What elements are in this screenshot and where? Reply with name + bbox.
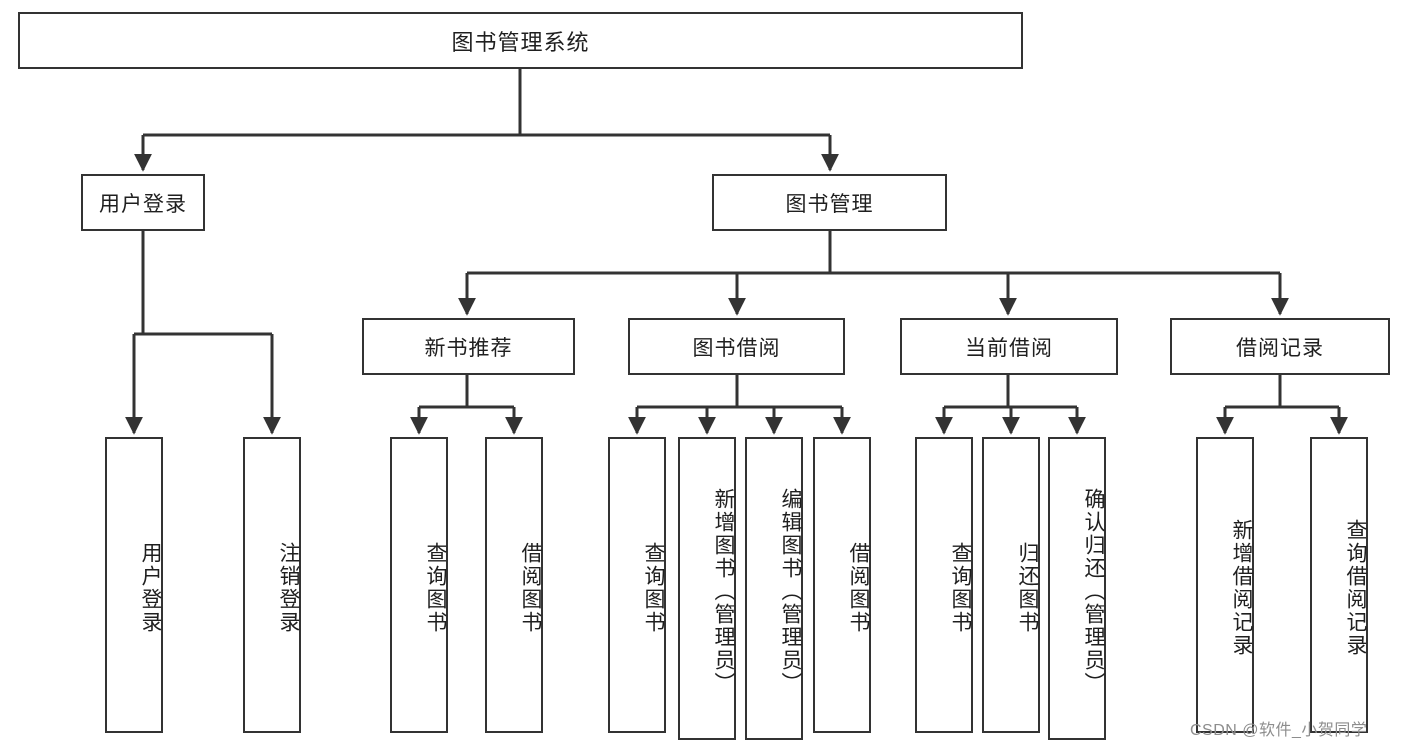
node-leaf-edit-book-label: 编辑图书（管理员） <box>779 488 802 695</box>
node-current-borrow[interactable]: 当前借阅 <box>900 318 1118 375</box>
node-borrow-record-label: 借阅记录 <box>1236 336 1324 360</box>
node-leaf-query-record[interactable]: 查询借阅记录 <box>1310 437 1368 733</box>
node-leaf-borrow-book-2-label: 借阅图书 <box>847 542 870 634</box>
node-leaf-edit-book[interactable]: 编辑图书（管理员） <box>745 437 803 740</box>
node-book-borrow-label: 图书借阅 <box>692 336 781 360</box>
node-leaf-user-login[interactable]: 用户登录 <box>105 437 163 733</box>
node-book-manage[interactable]: 图书管理 <box>712 174 947 231</box>
node-current-borrow-label: 当前借阅 <box>965 336 1053 360</box>
node-leaf-add-book-label: 新增图书（管理员） <box>712 488 735 695</box>
node-leaf-query-book-2-label: 查询图书 <box>642 542 665 634</box>
node-root-label: 图书管理系统 <box>451 29 590 55</box>
node-leaf-add-record[interactable]: 新增借阅记录 <box>1196 437 1254 733</box>
node-leaf-user-login-label: 用户登录 <box>139 542 162 634</box>
node-leaf-borrow-book-2[interactable]: 借阅图书 <box>813 437 871 733</box>
node-leaf-user-logout[interactable]: 注销登录 <box>243 437 301 733</box>
node-leaf-confirm-return-label: 确认归还（管理员） <box>1082 488 1105 695</box>
node-leaf-query-book-1[interactable]: 查询图书 <box>390 437 448 733</box>
node-leaf-return-book[interactable]: 归还图书 <box>982 437 1040 733</box>
node-new-book-recommend[interactable]: 新书推荐 <box>362 318 575 375</box>
node-leaf-return-book-label: 归还图书 <box>1016 542 1039 634</box>
node-leaf-borrow-book-1[interactable]: 借阅图书 <box>485 437 543 733</box>
node-root[interactable]: 图书管理系统 <box>18 12 1023 69</box>
node-leaf-add-book[interactable]: 新增图书（管理员） <box>678 437 736 740</box>
node-leaf-query-book-3-label: 查询图书 <box>949 542 972 634</box>
node-leaf-user-logout-label: 注销登录 <box>277 542 300 634</box>
node-book-manage-label: 图书管理 <box>785 192 874 216</box>
node-user-login[interactable]: 用户登录 <box>81 174 205 231</box>
node-leaf-query-record-label: 查询借阅记录 <box>1344 519 1367 657</box>
csdn-watermark: CSDN @软件_小贺同学 <box>1190 722 1368 739</box>
node-leaf-query-book-2[interactable]: 查询图书 <box>608 437 666 733</box>
node-leaf-confirm-return[interactable]: 确认归还（管理员） <box>1048 437 1106 740</box>
node-leaf-add-record-label: 新增借阅记录 <box>1230 519 1253 657</box>
node-leaf-borrow-book-1-label: 借阅图书 <box>519 542 542 634</box>
node-user-login-label: 用户登录 <box>99 192 187 216</box>
node-leaf-query-book-1-label: 查询图书 <box>424 542 447 634</box>
node-leaf-query-book-3[interactable]: 查询图书 <box>915 437 973 733</box>
node-borrow-record[interactable]: 借阅记录 <box>1170 318 1390 375</box>
node-new-book-recommend-label: 新书推荐 <box>424 336 513 360</box>
node-book-borrow[interactable]: 图书借阅 <box>628 318 845 375</box>
